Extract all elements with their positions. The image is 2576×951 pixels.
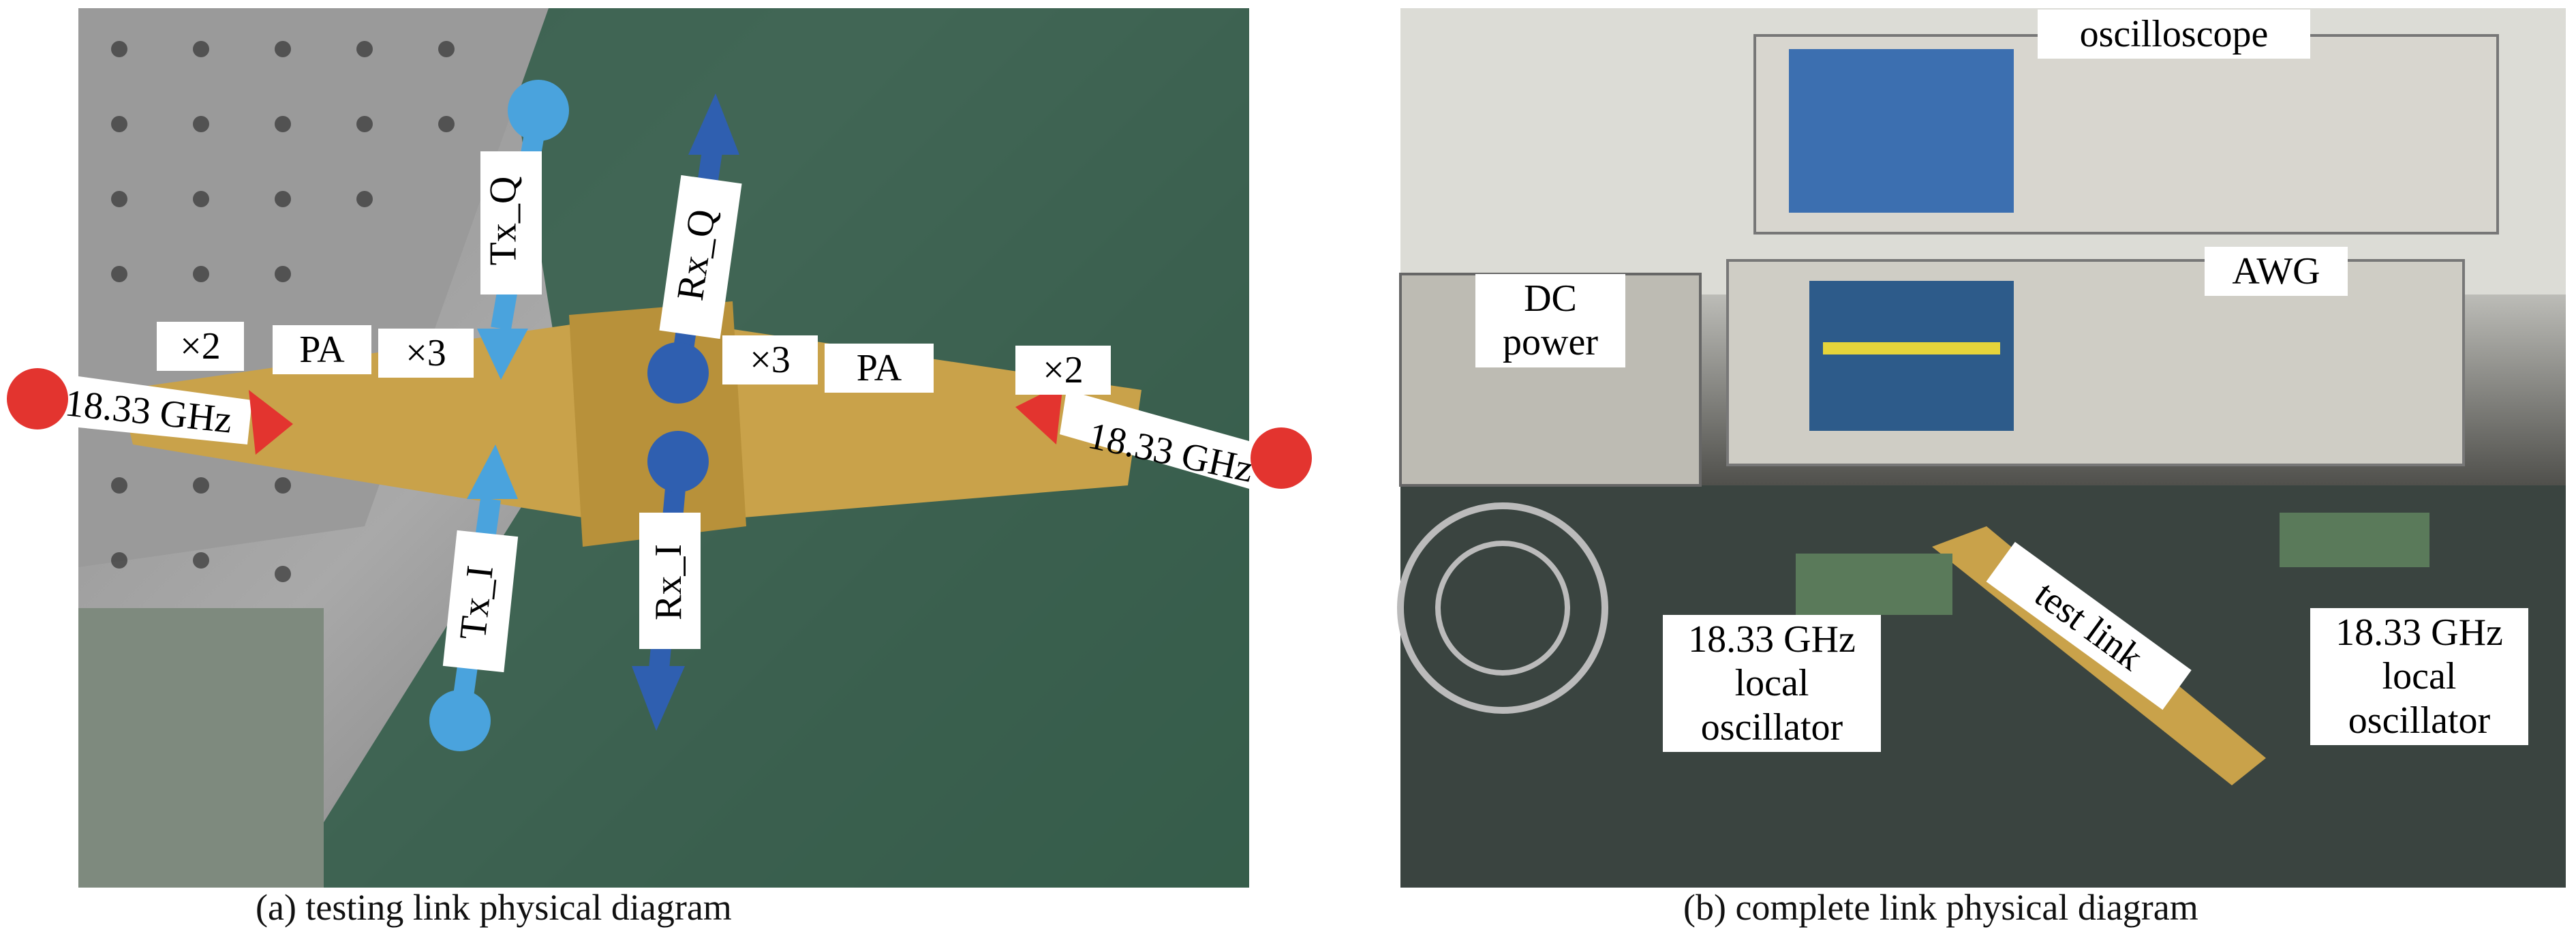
doubler-right-label: ×2 <box>1015 346 1111 395</box>
rx-i-label: Rx_I <box>647 544 690 620</box>
oscilloscope-label: oscilloscope <box>2038 10 2310 59</box>
testing-link-drawing <box>78 8 1249 888</box>
tx-i-port-dot <box>429 690 491 751</box>
rx-i-port-dot <box>647 431 709 492</box>
tx-i-label: Tx_I <box>451 563 502 642</box>
awg-label: AWG <box>2205 247 2348 297</box>
pa-left-label: PA <box>273 325 371 375</box>
tx-q-label: Tx_Q <box>482 176 525 266</box>
lo-left-dot <box>7 368 68 429</box>
lo-left-label: 18.33 GHz local oscillator <box>1663 615 1881 753</box>
caption-a: (a) testing link physical diagram <box>256 887 732 928</box>
dc-power-label: DC power <box>1475 274 1625 367</box>
lo-right-arrow <box>1015 383 1249 489</box>
tx-q-label-box <box>480 151 542 295</box>
doubler-left-label: ×2 <box>157 322 244 372</box>
circuit-board-box <box>78 608 324 888</box>
lo-right-label: 18.33 GHz local oscillator <box>2310 608 2528 746</box>
awg-trace <box>1823 342 2000 354</box>
testing-link-photo: ×2 PA ×3 ×3 PA ×2 18.33 GHz 18.33 GHz Tx… <box>63 8 1257 888</box>
lo-right-dot <box>1251 427 1312 489</box>
tx-q-port-dot <box>508 80 569 141</box>
tripler-right-label: ×3 <box>722 335 818 385</box>
table-holes <box>111 41 455 582</box>
oscilloscope-screen <box>1789 49 2014 213</box>
tripler-left-label: ×3 <box>378 329 474 378</box>
rx-q-port-dot <box>647 342 709 404</box>
lo-board-right <box>2280 513 2429 567</box>
complete-link-photo: oscilloscope AWG DC power 18.33 GHz loca… <box>1397 8 2566 888</box>
fan-guard <box>1397 502 1608 714</box>
awg-screen <box>1809 281 2014 431</box>
lab-bench-drawing <box>1397 8 2566 888</box>
pa-right-label: PA <box>825 344 934 393</box>
lo-left-arrow <box>78 376 293 455</box>
lo-board-left <box>1796 554 1952 615</box>
fan-guard-inner <box>1435 541 1570 676</box>
caption-b: (b) complete link physical diagram <box>1683 887 2198 928</box>
rx-i-label-box <box>639 513 701 649</box>
